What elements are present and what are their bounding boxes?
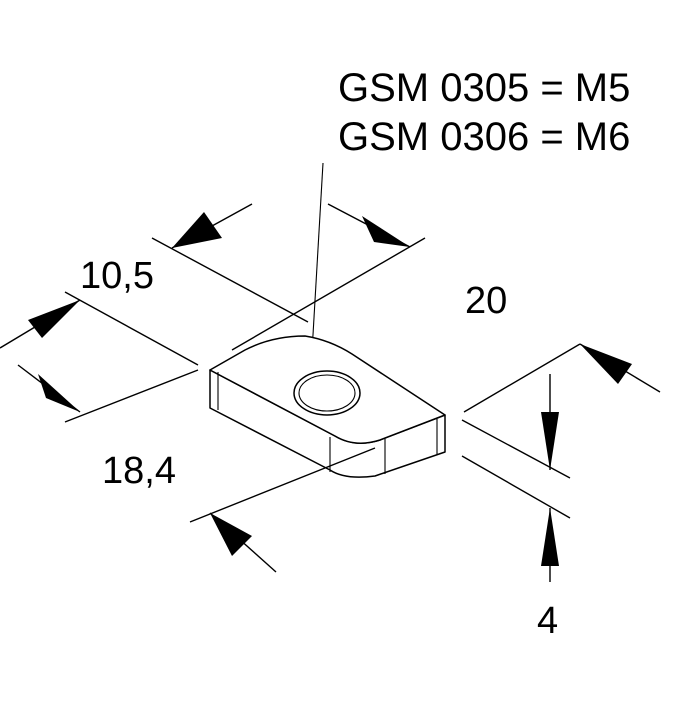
dimension-width bbox=[151, 203, 426, 351]
dimension-thickness bbox=[461, 374, 571, 582]
bolt-hole bbox=[293, 370, 361, 416]
dimension-width-label: 10,5 bbox=[80, 255, 154, 297]
dimension-length-label: 20 bbox=[465, 280, 507, 322]
dimension-depth bbox=[0, 291, 376, 573]
dimension-length bbox=[463, 343, 661, 413]
leader-line bbox=[311, 162, 324, 353]
dimension-thickness-label: 4 bbox=[537, 600, 558, 642]
dimension-depth-label: 18,4 bbox=[102, 450, 176, 492]
model-label-m6: GSM 0306 = M6 bbox=[338, 115, 630, 159]
model-label-m5: GSM 0305 = M5 bbox=[338, 66, 630, 110]
slot-nut-part bbox=[209, 335, 446, 478]
